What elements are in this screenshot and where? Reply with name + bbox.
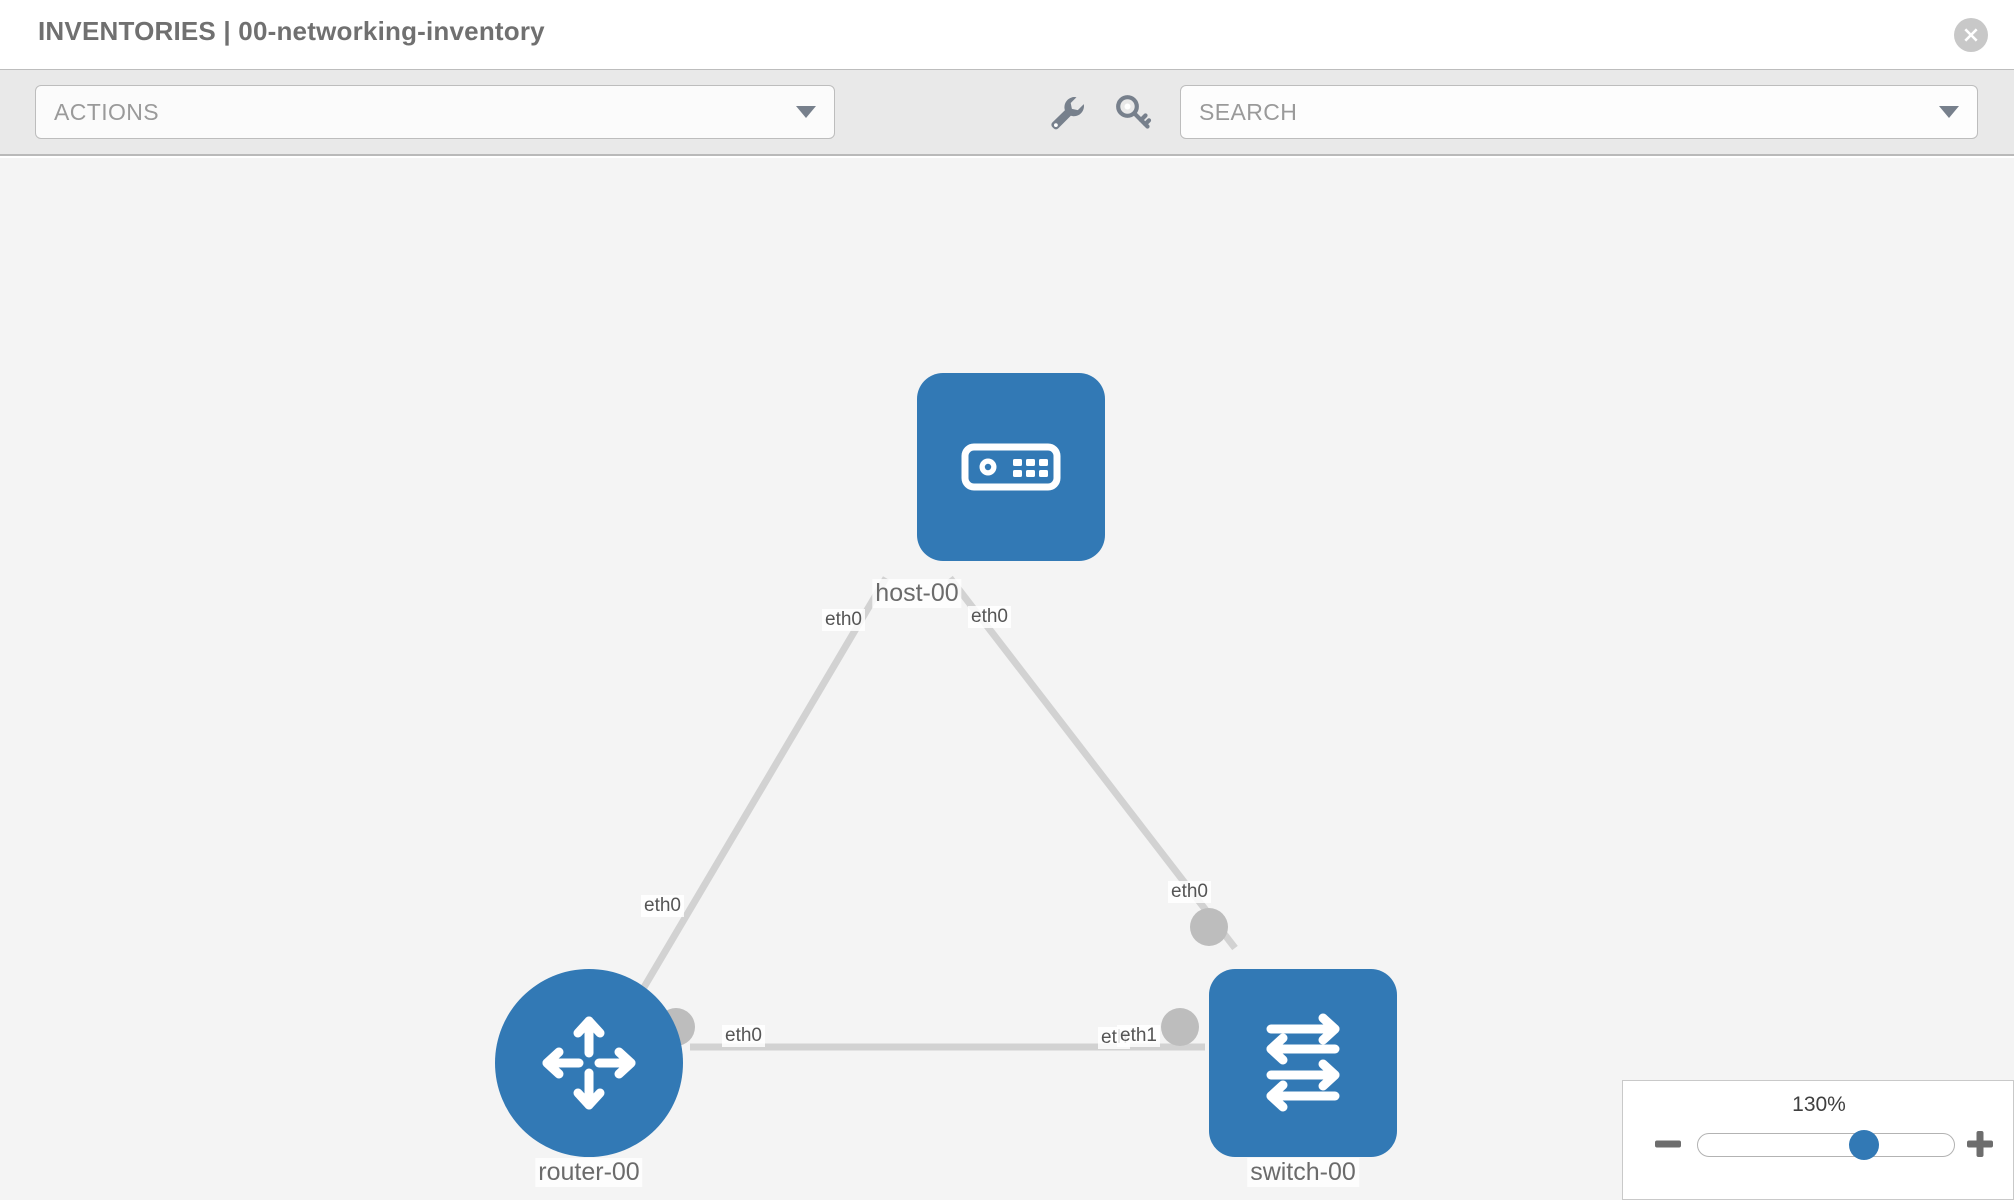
actions-dropdown[interactable]: ACTIONS [35,85,835,139]
wrench-icon[interactable] [1046,92,1086,132]
node-label-router-00: router-00 [535,1158,643,1187]
zoom-control-panel: 130% [1622,1080,2014,1200]
interface-label: eth0 [641,895,684,917]
key-icon[interactable] [1114,92,1154,132]
node-switch-00-shape[interactable] [1209,969,1397,1157]
port-connector[interactable] [1161,1008,1199,1046]
zoom-in-button[interactable] [1963,1127,1997,1161]
node-host-00-shape[interactable] [917,373,1105,561]
topology-edges [636,575,1238,1051]
zoom-slider-track[interactable] [1697,1130,1955,1160]
interface-label: eth0 [722,1025,765,1047]
chevron-down-icon [796,106,816,118]
toolbar: ACTIONS [0,69,2014,156]
minus-icon [1651,1127,1685,1161]
plus-icon [1963,1127,1997,1161]
zoom-level-label: 130% [1792,1093,1846,1116]
chevron-down-icon[interactable] [1939,106,1959,118]
port-connector[interactable] [1190,908,1228,946]
close-button[interactable] [1954,18,1988,52]
router-arrows-icon [535,1009,643,1117]
switch-arrows-icon [1247,1009,1359,1117]
node-host-00 [917,373,1105,561]
interface-label: eth0 [1168,881,1211,903]
page-title: INVENTORIES | 00-networking-inventory [38,16,545,46]
page-header: INVENTORIES | 00-networking-inventory [0,0,2014,69]
topology-canvas[interactable]: host-00 router-00 switch-00 eth0 eth0 eth0 et… [0,158,2014,1200]
node-router-00 [495,969,683,1157]
server-icon [961,440,1061,494]
actions-dropdown-label: ACTIONS [54,99,160,125]
zoom-slider-thumb[interactable] [1849,1130,1880,1160]
interface-label: eth1 [1117,1025,1160,1047]
search-field[interactable] [1180,85,1978,139]
node-router-00-shape[interactable] [495,969,683,1157]
zoom-out-button[interactable] [1651,1127,1685,1161]
interface-label: eth0 [968,606,1011,628]
node-switch-00 [1209,969,1397,1157]
search-input[interactable] [1199,86,1929,138]
close-icon [1961,25,1981,45]
node-label-switch-00: switch-00 [1247,1158,1359,1187]
topology-edge[interactable] [636,576,890,996]
interface-label: eth0 [822,609,865,631]
node-label-host-00: host-00 [872,579,962,608]
